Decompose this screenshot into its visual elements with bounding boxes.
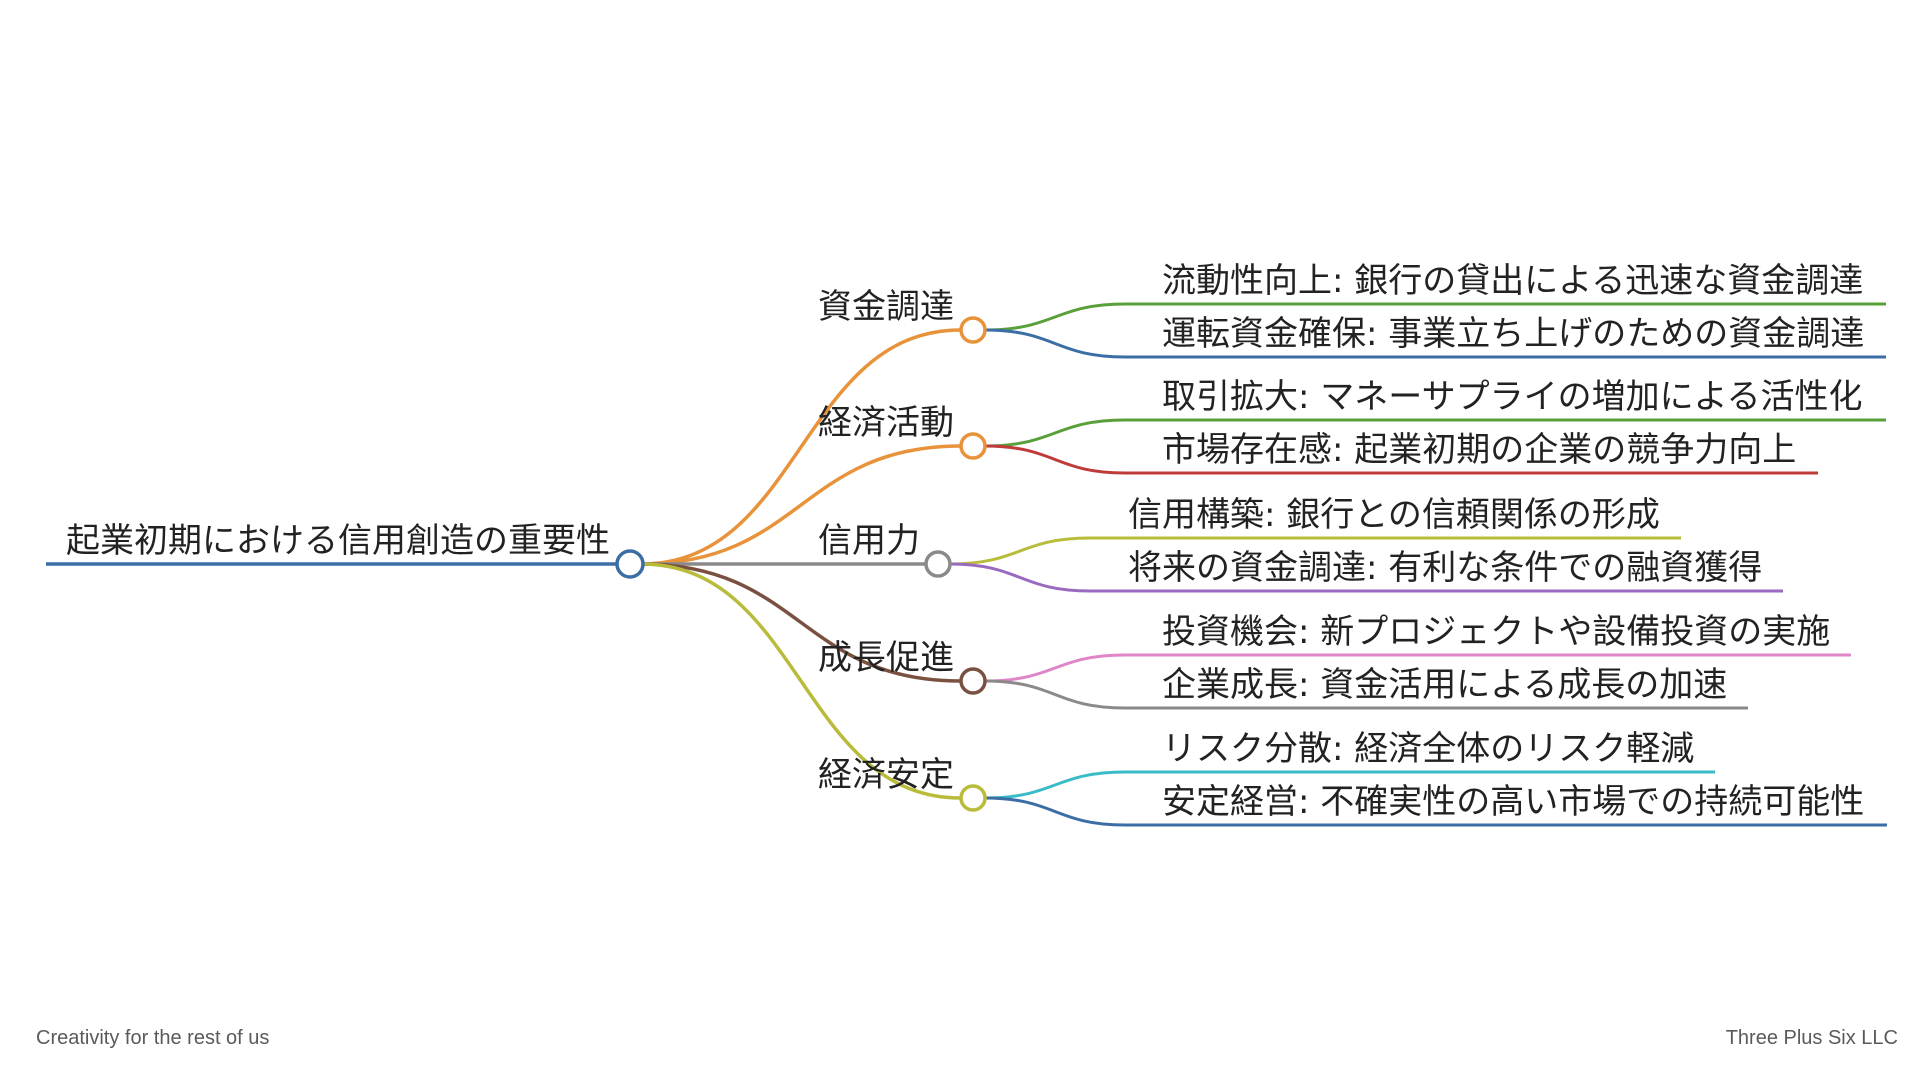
leaf-edge [985,330,1125,357]
leaf-label: 安定経営: 不確実性の高い市場での持続可能性 [1162,782,1864,822]
leaf-label: 市場存在感: 起業初期の企業の競争力向上 [1162,430,1796,470]
branch-node[interactable] [961,434,985,458]
leaf-label: 流動性向上: 銀行の貸出による迅速な資金調達 [1162,261,1863,301]
branch-node[interactable] [961,669,985,693]
footer-tagline: Creativity for the rest of us [36,1027,269,1050]
leaf-label: リスク分散: 経済全体のリスク軽減 [1162,729,1694,769]
leaf-label: 信用構築: 銀行との信頼関係の形成 [1128,495,1660,535]
leaf-edge [985,420,1125,446]
root-label: 起業初期における信用創造の重要性 [66,521,610,561]
leaf-edge [985,655,1125,681]
leaf-edge [985,772,1125,798]
leaf-edge [950,564,1090,591]
branch-node[interactable] [961,318,985,342]
leaf-label: 企業成長: 資金活用による成長の加速 [1162,665,1727,705]
leaf-edge [985,304,1125,330]
root-node[interactable] [617,551,643,577]
leaf-label: 運転資金確保: 事業立ち上げのための資金調達 [1162,314,1864,354]
footer-company: Three Plus Six LLC [1726,1027,1898,1050]
branch-label: 信用力 [818,521,920,561]
branch-node[interactable] [961,786,985,810]
branch-label: 経済活動 [818,403,954,443]
leaf-edge [985,681,1125,708]
leaf-edge [985,446,1125,473]
leaf-label: 取引拡大: マネーサプライの増加による活性化 [1162,377,1863,417]
leaf-label: 将来の資金調達: 有利な条件での融資獲得 [1128,548,1762,588]
branch-node[interactable] [926,552,950,576]
branch-label: 資金調達 [818,287,954,327]
branch-label: 成長促進 [818,638,954,678]
branch-label: 経済安定 [818,755,954,795]
leaf-label: 投資機会: 新プロジェクトや設備投資の実施 [1162,612,1830,652]
leaf-edge [985,798,1125,825]
leaf-edge [950,538,1090,564]
